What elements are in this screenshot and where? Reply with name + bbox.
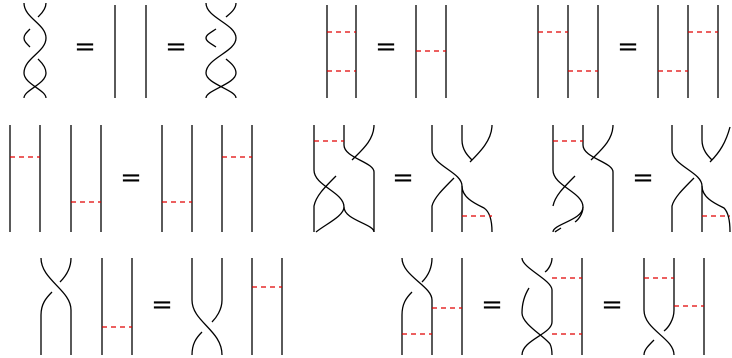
equals-sign: = [375,32,397,62]
equals-sign: = [74,32,96,62]
double-crossing-diagram [23,2,47,99]
crossing-two-chords-diagram [401,257,463,355]
crossing-two-chords-diagram [643,258,705,356]
four-strand-chords-diagram [9,125,102,232]
equals-sign: = [151,290,173,320]
relation-braid-chord: = = [401,257,705,356]
equals-sign: = [392,163,414,193]
chord-crossing-diagram [313,124,375,233]
relation-chord-merge: = [326,5,447,98]
relation-crossing-far-chord: = [40,257,283,356]
identity-strands [114,5,147,98]
equals-sign: = [601,290,623,320]
equals-sign: = [165,32,187,62]
crossing-and-chord-diagram [191,258,283,356]
long-crossing-two-chords-diagram [521,257,583,356]
one-chord-diagram [415,5,447,98]
two-chord-diagram [326,5,357,98]
double-crossing-diagram [205,2,237,99]
relation-chords-commute: = [537,5,719,98]
equals-sign: = [120,163,142,193]
equals-sign: = [617,32,639,62]
equals-sign: = [481,290,503,320]
relation-far-chords-commute: = [9,125,253,232]
relation-chord-through-crossing: = [313,124,493,233]
relation-chord-through-crossing-variant: = [552,124,731,233]
crossing-and-chord-diagram [40,257,133,355]
four-strand-chords-diagram [161,125,253,232]
three-strand-chords-diagram [537,5,599,98]
relation-crossing-inverse: = = [23,2,237,99]
three-strand-chords-diagram [657,5,719,98]
chord-crossing-diagram [552,124,614,233]
chord-crossing-diagram [431,124,493,233]
chord-crossing-diagram [671,125,731,233]
equals-sign: = [632,163,654,193]
